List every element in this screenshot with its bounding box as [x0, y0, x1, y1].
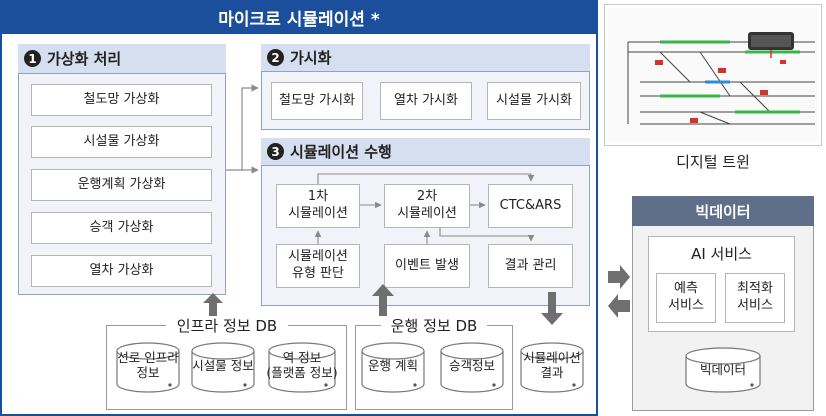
- digital-twin-schematic: [608, 8, 818, 142]
- cylinder-bigdata: [685, 347, 761, 393]
- box-event-generation: 이벤트 발생: [384, 244, 470, 288]
- cylinder-simulation-result: [520, 342, 584, 393]
- arrow-to-bigdata: [608, 265, 630, 289]
- box-simulation-type-judgement: 시뮬레이션 유형 판단: [276, 244, 360, 288]
- first-simulation-line2: 시뮬레이션: [288, 206, 348, 221]
- simulation-result-label-2: 결과: [540, 365, 564, 380]
- first-simulation-line1: 1차: [307, 189, 329, 205]
- connector-virtualization-to-visualization: [226, 84, 259, 174]
- operation-plan-label: 운행 계획: [368, 358, 418, 373]
- box-prediction-service: 예측 서비스: [656, 273, 716, 323]
- prediction-service-line2: 서비스: [668, 298, 704, 313]
- infra-db-title: 인프라 정보 DB: [166, 315, 288, 335]
- cylinder-facility-info: [191, 342, 255, 393]
- bigdata-cylinder-label: 빅데이터: [700, 362, 746, 377]
- bigdata-title: 빅데이터: [632, 196, 814, 226]
- result-down-arrow: [541, 292, 563, 325]
- optimization-service-line2: 서비스: [737, 298, 773, 313]
- main-title: 마이크로 시뮬레이션 *: [0, 0, 598, 34]
- box-facility-visualization: 시설물 가시화: [487, 82, 581, 120]
- cylinder-passenger-info: [440, 342, 504, 393]
- panel-visualization-header: 2 가시화: [261, 44, 590, 72]
- station-info-label-1: 역 정보: [283, 350, 321, 365]
- judgement-line1: 시뮬레이션: [288, 249, 348, 265]
- box-ctc-ars: CTC&ARS: [488, 184, 573, 228]
- bigdata-exchange-arrows: [608, 265, 630, 318]
- step-number-3: 3: [267, 143, 284, 160]
- passenger-info-label: 승객정보: [449, 358, 495, 373]
- infra-db-up-arrow: [203, 293, 223, 316]
- arrow-from-bigdata: [608, 294, 630, 318]
- judgement-line2: 유형 판단: [292, 266, 344, 281]
- optimization-service-line1: 최적화: [737, 281, 773, 297]
- cylinder-track-infra: [116, 342, 180, 393]
- cylinder-operation-plan: [361, 342, 425, 393]
- second-simulation-line1: 2차: [416, 189, 438, 205]
- prediction-service-line1: 예측: [674, 281, 698, 297]
- panel-simulation-title: 시뮬레이션 수행: [290, 143, 392, 161]
- panel-virtualization-title: 가상화 처리: [47, 50, 122, 68]
- step-number-2: 2: [267, 49, 284, 66]
- box-second-simulation: 2차 시뮬레이션: [384, 184, 470, 228]
- box-facility-virtualization: 시설물 가상화: [31, 126, 212, 158]
- simulation-flow-arrows: [314, 173, 535, 244]
- box-first-simulation: 1차 시뮬레이션: [276, 184, 360, 228]
- station-info-label-2: (플랫폼 정보): [266, 365, 337, 380]
- track-infra-label-1: 선로 인프라: [117, 350, 179, 365]
- db-to-panel-arrows: [203, 284, 563, 325]
- box-train-visualization: 열차 가시화: [380, 82, 472, 120]
- box-railnet-virtualization: 철도망 가상화: [31, 84, 212, 116]
- db-cylinders: [116, 342, 761, 393]
- digital-twin-caption: 디지털 트윈: [676, 153, 750, 171]
- track-infra-label-2: 정보: [136, 365, 159, 380]
- panel-visualization-title: 가시화: [290, 49, 332, 67]
- cylinder-labels: 선로 인프라 정보 시설물 정보 역 정보 (플랫폼 정보) 운행 계획 승객정…: [117, 350, 746, 380]
- step-number-1: 1: [24, 50, 41, 67]
- second-simulation-line2: 시뮬레이션: [397, 206, 457, 221]
- ai-service-title: AI 서비스: [691, 245, 752, 263]
- box-schedule-virtualization: 운행계획 가상화: [31, 169, 212, 201]
- box-result-management: 결과 관리: [488, 244, 573, 288]
- box-train-virtualization: 열차 가상화: [31, 255, 212, 287]
- box-optimization-service: 최적화 서비스: [725, 273, 785, 323]
- box-passenger-virtualization: 승객 가상화: [31, 212, 212, 244]
- panel-virtualization-header: 1 가상화 처리: [18, 44, 226, 74]
- simulation-result-label-1: 시뮬레이션: [523, 350, 581, 365]
- ops-db-up-arrow: [372, 284, 394, 316]
- box-railnet-visualization: 철도망 가시화: [271, 82, 363, 120]
- ops-db-title: 운행 정보 DB: [381, 315, 487, 335]
- cylinder-station-info: [268, 342, 336, 393]
- facility-info-label: 시설물 정보: [192, 358, 253, 373]
- panel-simulation-header: 3 시뮬레이션 수행: [261, 138, 590, 166]
